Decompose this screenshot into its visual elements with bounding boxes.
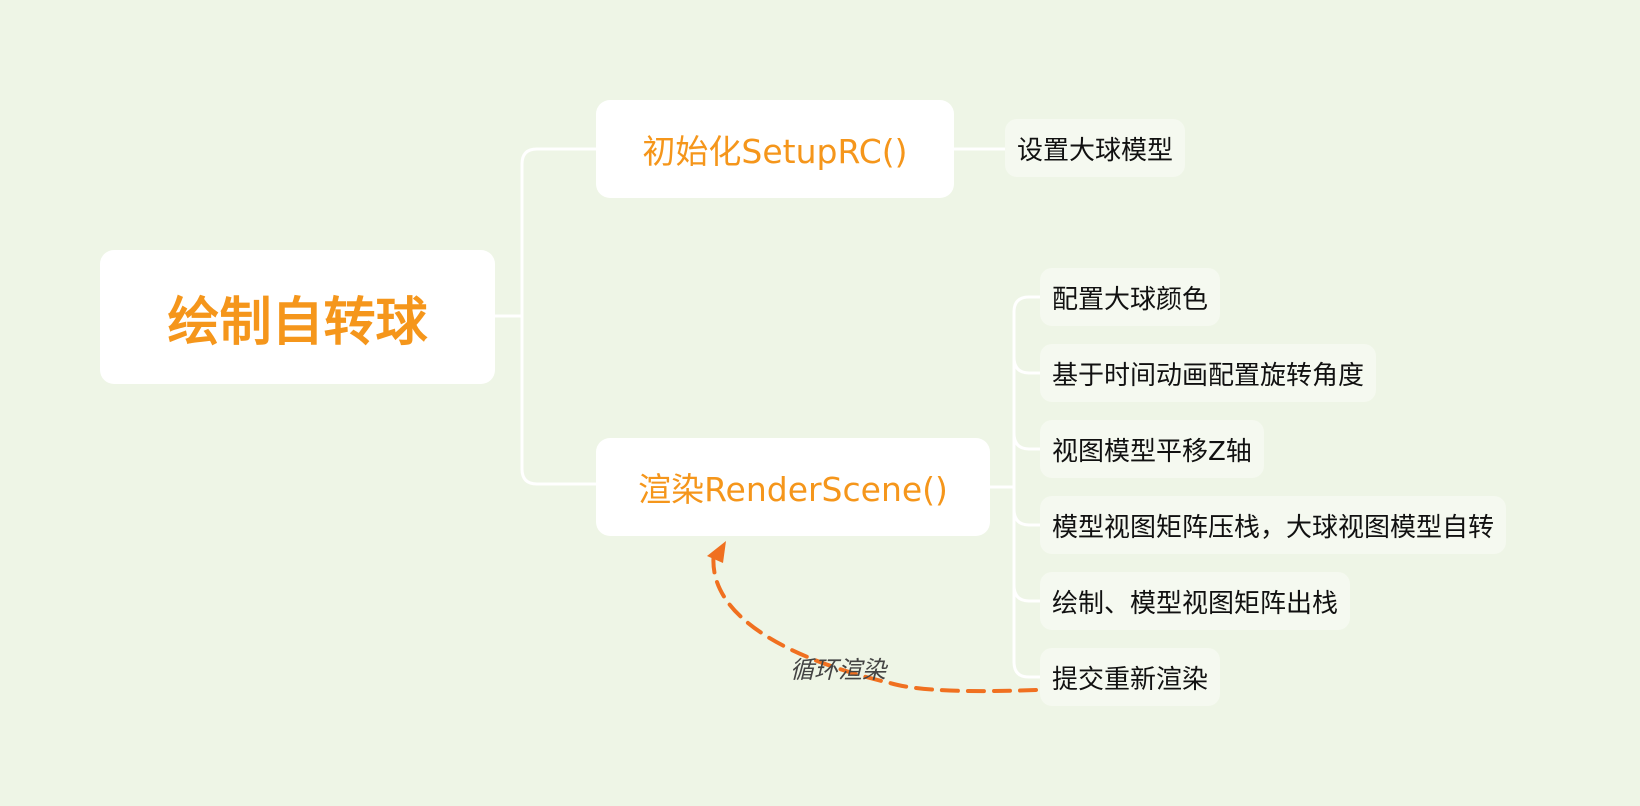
loop-label: 循环渲染 (790, 656, 886, 684)
leaf-label: 基于时间动画配置旋转角度 (1052, 360, 1365, 391)
render-child-connector-5 (1012, 584, 1040, 603)
leaf-label: 设置大球模型 (1017, 135, 1174, 166)
branch-connector-setup (520, 147, 596, 486)
branch-label-render: 渲染RenderScene() (638, 470, 948, 509)
branch-label-setup: 初始化SetupRC() (642, 132, 908, 171)
render-child-connector-3 (1012, 432, 1040, 451)
leaf-label: 视图模型平移Z轴 (1052, 436, 1252, 467)
leaf-label: 配置大球颜色 (1052, 284, 1209, 315)
render-child-connector-2 (1012, 356, 1040, 375)
loop-arrowhead-icon (707, 541, 726, 563)
render-children-spine (1012, 295, 1040, 679)
root-node[interactable]: 绘制自转球 (100, 250, 495, 384)
render-child-connector-4 (1012, 508, 1040, 527)
root-label: 绘制自转球 (167, 292, 428, 353)
branch-node-setup[interactable]: 初始化SetupRC() (596, 100, 954, 198)
branch-node-render[interactable]: 渲染RenderScene() (596, 438, 990, 536)
leaf-node[interactable]: 绘制、模型视图矩阵出栈 (1040, 572, 1351, 630)
leaf-node[interactable]: 模型视图矩阵压栈，大球视图模型自转 (1040, 496, 1507, 554)
leaf-node[interactable]: 基于时间动画配置旋转角度 (1040, 344, 1377, 402)
leaf-label: 绘制、模型视图矩阵出栈 (1052, 588, 1339, 619)
leaf-label: 模型视图矩阵压栈，大球视图模型自转 (1052, 512, 1495, 543)
leaf-node[interactable]: 视图模型平移Z轴 (1040, 420, 1264, 478)
leaf-label: 提交重新渲染 (1052, 664, 1209, 695)
leaf-node[interactable]: 提交重新渲染 (1040, 648, 1221, 706)
leaf-node[interactable]: 配置大球颜色 (1040, 268, 1221, 326)
loop-arrow (711, 550, 1038, 694)
leaf-node[interactable]: 设置大球模型 (1005, 119, 1186, 177)
